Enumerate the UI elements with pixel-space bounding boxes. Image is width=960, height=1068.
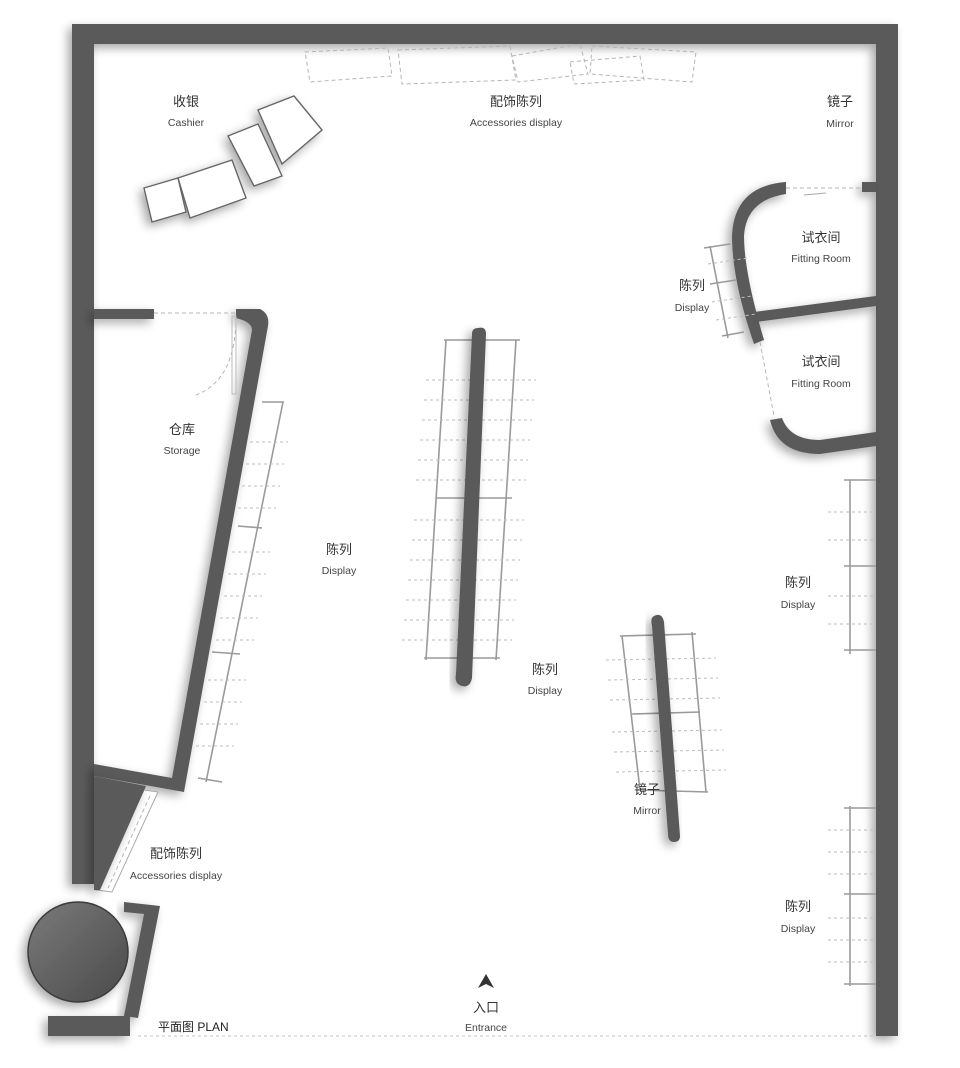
accessories-top-label-zh: 配饰陈列 (490, 94, 542, 109)
entrance-label-zh: 入口 (473, 1000, 499, 1015)
display-left-label-en: Display (322, 565, 357, 577)
right-wall-rack-lower (828, 806, 876, 986)
fitting-display-rack (703, 243, 757, 339)
plan-title: 平面图 PLAN (158, 1020, 229, 1034)
mirror-center-label-en: Mirror (633, 805, 661, 817)
storage-walls (94, 309, 269, 792)
center-mirror-wall (455, 327, 486, 687)
storage-label-zh: 仓库 (169, 422, 195, 437)
accessories-top-tables (304, 43, 697, 85)
entrance-arrow-icon (478, 974, 494, 988)
center-right-mirror (651, 614, 680, 842)
left-wall (72, 24, 94, 884)
mirror-top-label-zh: 镜子 (827, 94, 853, 109)
display-center-label-zh: 陈列 (532, 662, 558, 677)
mirror-top-label-en: Mirror (826, 118, 854, 130)
display-right-2-label-en: Display (781, 923, 816, 935)
display-right-1-label-zh: 陈列 (785, 575, 811, 590)
storage-label-en: Storage (164, 445, 201, 457)
fitting-room-walls (732, 182, 876, 454)
fitting-room-1-label-en: Fitting Room (791, 253, 851, 265)
storage-top-wall (94, 309, 154, 319)
display-right-1-label-en: Display (781, 599, 816, 611)
cashier-counter (143, 95, 323, 223)
accessories-left-unit (94, 776, 160, 1018)
entrance-label-en: Entrance (465, 1022, 507, 1034)
mirror-display-rack (605, 614, 727, 842)
display-left-label-zh: 陈列 (326, 542, 352, 557)
fitting-room-2-label-zh: 试衣间 (801, 354, 840, 369)
fitting-room-wall-stub (862, 182, 876, 192)
outer-walls (72, 24, 898, 1036)
left-display-rack (196, 401, 288, 783)
accessories-top-label-en: Accessories display (470, 117, 563, 129)
display-fitting-label-zh: 陈列 (679, 278, 705, 293)
accessories-left-label-zh: 配饰陈列 (150, 846, 202, 861)
fitting-room-curtains (759, 187, 862, 417)
cashier-label-zh: 收银 (173, 94, 199, 109)
cashier-label-en: Cashier (168, 117, 205, 129)
display-center-label-en: Display (528, 685, 563, 697)
round-column (27, 901, 130, 1036)
fitting-room-divider (754, 296, 876, 322)
fitting-room-upper-wall (732, 182, 786, 344)
fitting-room-2-label-en: Fitting Room (791, 378, 851, 390)
mirror-center-label-zh: 镜子 (634, 782, 660, 797)
accessories-left-label-en: Accessories display (130, 870, 223, 882)
fitting-room-1-label-zh: 试衣间 (801, 230, 840, 245)
display-right-2-label-zh: 陈列 (785, 899, 811, 914)
storage-diagonal-wall (94, 309, 269, 792)
storage-door (154, 312, 237, 396)
center-display-rack (402, 327, 536, 687)
display-fitting-label-en: Display (675, 302, 710, 314)
fitting-room-lower-wall (770, 418, 876, 454)
right-wall-rack-upper (828, 479, 876, 654)
